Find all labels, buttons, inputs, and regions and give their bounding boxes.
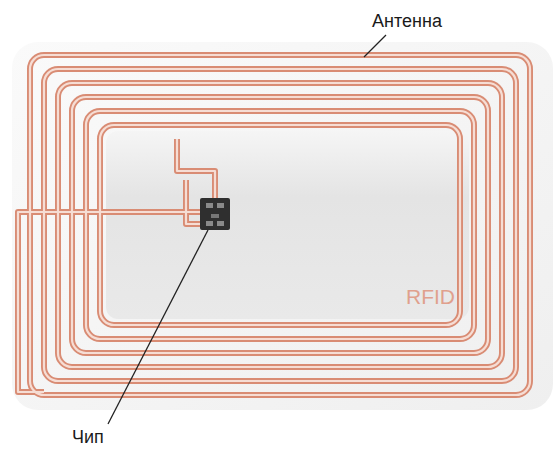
part-label: Антенна (372, 12, 442, 32)
leader-line (108, 230, 208, 424)
card-inner-area (106, 131, 469, 319)
antenna-coil (18, 55, 530, 395)
card-body (12, 42, 553, 410)
chip-symbol (200, 198, 230, 230)
part-label: Чип (72, 428, 104, 448)
card-marking: RFID (406, 285, 455, 308)
leader-line (364, 35, 386, 57)
